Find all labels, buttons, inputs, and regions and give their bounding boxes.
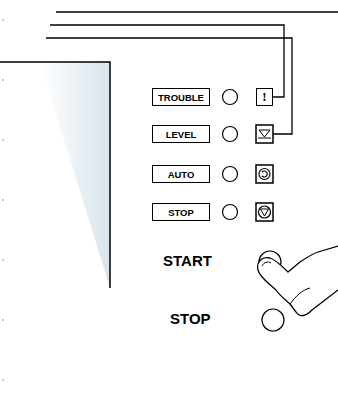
status-box: LEVEL [152, 125, 210, 143]
status-box: TROUBLE [152, 88, 210, 106]
box-label: STOP [168, 207, 194, 218]
status-box: STOP [152, 203, 210, 221]
auto-symbol [256, 165, 273, 183]
display-outline [0, 62, 110, 288]
display-shading [40, 62, 110, 288]
box-label: LEVEL [166, 129, 197, 140]
finger-crease [290, 288, 310, 304]
panel-edge-ticks [2, 20, 4, 380]
status-box: AUTO [152, 165, 210, 183]
box-label: ! [262, 89, 266, 105]
stop-button [262, 309, 284, 331]
stop-symbol [256, 203, 273, 221]
wire [46, 38, 292, 134]
pressing-hand [258, 246, 338, 316]
wire [56, 11, 338, 12]
box-label: AUTO [168, 169, 195, 180]
fingernail [262, 262, 271, 266]
symbol-box: ! [256, 88, 273, 106]
button-label: STOP [170, 310, 211, 327]
button-label: START [163, 252, 212, 269]
level-symbol [256, 125, 273, 143]
box-label: TROUBLE [158, 92, 204, 103]
led-indicators [223, 90, 238, 220]
wire [50, 25, 284, 97]
